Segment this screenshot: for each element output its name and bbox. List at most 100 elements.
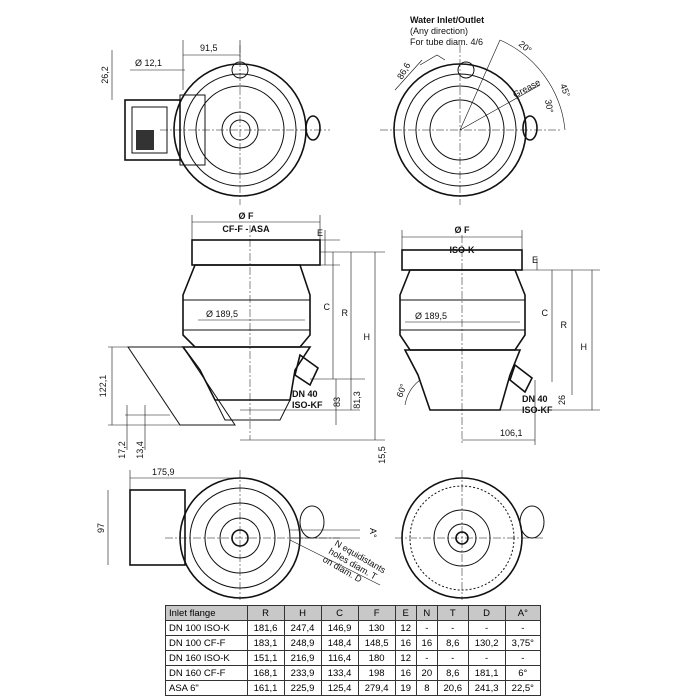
- c-label: C: [324, 302, 331, 312]
- dim-diameter-label: Ø 12,1: [135, 58, 162, 68]
- table-cell: -: [436, 650, 469, 666]
- table-cell: 125,4: [320, 680, 359, 696]
- table-cell: -: [504, 650, 542, 666]
- port-dn40-label-right: DN 40: [522, 394, 548, 404]
- bottom-right-view: [395, 470, 545, 600]
- table-cell: DN 160 CF-F: [165, 665, 248, 681]
- table-cell: 233,9: [283, 665, 322, 681]
- dim-122-label: 122,1: [98, 375, 108, 398]
- table-cell: 6°: [504, 665, 542, 681]
- dim-83-label: 83: [332, 397, 342, 407]
- port-dn40-label: DN 40: [292, 389, 318, 399]
- angle-20-label: 20°: [517, 39, 534, 56]
- table-cell: 148,5: [357, 635, 396, 651]
- table-cell: 130: [357, 620, 396, 636]
- grease-label: Grease: [511, 77, 542, 100]
- table-cell: 279,4: [357, 680, 396, 696]
- table-cell: 8: [415, 680, 438, 696]
- table-cell: 130,2: [467, 635, 506, 651]
- c-label-right: C: [542, 308, 549, 318]
- column-header: H: [283, 605, 322, 621]
- angle-60-label: 60°: [394, 382, 408, 399]
- angle-45-label: 45°: [558, 82, 572, 99]
- table-cell: 22,5°: [504, 680, 542, 696]
- dim-height-label: 26,2: [100, 66, 110, 84]
- dim-97-label: 97: [96, 523, 106, 533]
- table-cell: 12: [394, 650, 417, 666]
- dim-155-label: 15,5: [377, 446, 387, 464]
- table-cell: -: [415, 650, 438, 666]
- flange-type-label-right: ISO-K: [449, 245, 475, 255]
- table-cell: 8,6: [436, 665, 469, 681]
- table-cell: 16: [394, 665, 417, 681]
- table-cell: 225,9: [283, 680, 322, 696]
- table-cell: 133,4: [320, 665, 359, 681]
- table-cell: 181,6: [246, 620, 285, 636]
- dim-172-label: 17,2: [117, 441, 127, 459]
- flange-type-label: CF-F - ASA: [222, 224, 270, 234]
- table-cell: DN 100 ISO-K: [165, 620, 248, 636]
- diam-body-label-right: Ø 189,5: [415, 311, 447, 321]
- table-cell: 198: [357, 665, 396, 681]
- water-inlet-title: Water Inlet/Outlet: [410, 15, 484, 25]
- r-label: R: [342, 308, 349, 318]
- table-cell: -: [467, 620, 506, 636]
- table-cell: 183,1: [246, 635, 285, 651]
- table-cell: -: [467, 650, 506, 666]
- table-cell: 168,1: [246, 665, 285, 681]
- table-cell: 181,1: [467, 665, 506, 681]
- dim-width-label: 91,5: [200, 43, 218, 53]
- table-cell: -: [436, 620, 469, 636]
- table-cell: 180: [357, 650, 396, 666]
- column-header: T: [436, 605, 469, 621]
- table-cell: DN 100 CF-F: [165, 635, 248, 651]
- table-cell: 248,9: [283, 635, 322, 651]
- e-label-right: E: [532, 255, 538, 265]
- table-cell: 241,3: [467, 680, 506, 696]
- port-isokf-label-right: ISO-KF: [522, 405, 553, 415]
- column-header: D: [467, 605, 506, 621]
- water-direction-label: (Any direction): [410, 26, 468, 36]
- dim-1061-label: 106,1: [500, 428, 523, 438]
- dim-134-label: 13,4: [135, 441, 145, 459]
- column-header: Inlet flange: [165, 605, 248, 621]
- h-label-right: H: [581, 342, 588, 352]
- diam-f-label-right: Ø F: [455, 225, 471, 235]
- diam-body-label: Ø 189,5: [206, 309, 238, 319]
- side-left-view: Ø F CF-F - ASA Ø 189,5 E C R H 83 81,3 1…: [98, 211, 387, 464]
- column-header: A°: [504, 605, 542, 621]
- column-header: N: [415, 605, 438, 621]
- table-cell: 8,6: [436, 635, 469, 651]
- table-cell: 20: [415, 665, 438, 681]
- table-cell: 161,1: [246, 680, 285, 696]
- e-label: E: [317, 228, 323, 238]
- dim-866-label: 86,6: [395, 61, 412, 81]
- table-cell: 116,4: [320, 650, 359, 666]
- table-cell: -: [504, 620, 542, 636]
- angle-30-label: 30°: [543, 99, 555, 115]
- table-cell: 148,4: [320, 635, 359, 651]
- angle-a-label: A°: [368, 528, 378, 538]
- table-cell: DN 160 ISO-K: [165, 650, 248, 666]
- table-cell: 16: [415, 635, 438, 651]
- table-cell: 19: [394, 680, 417, 696]
- column-header: E: [394, 605, 417, 621]
- bottom-left-view: 175,9 97 A° N equidistants holes diam. T…: [96, 467, 388, 600]
- port-isokf-label: ISO-KF: [292, 400, 323, 410]
- table-cell: 247,4: [283, 620, 322, 636]
- table-cell: -: [415, 620, 438, 636]
- column-header: C: [320, 605, 359, 621]
- dim-1759-label: 175,9: [152, 467, 175, 477]
- table-cell: 216,9: [283, 650, 322, 666]
- dim-26-label: 26: [557, 395, 567, 405]
- table-cell: 151,1: [246, 650, 285, 666]
- column-header: F: [357, 605, 396, 621]
- column-header: R: [246, 605, 285, 621]
